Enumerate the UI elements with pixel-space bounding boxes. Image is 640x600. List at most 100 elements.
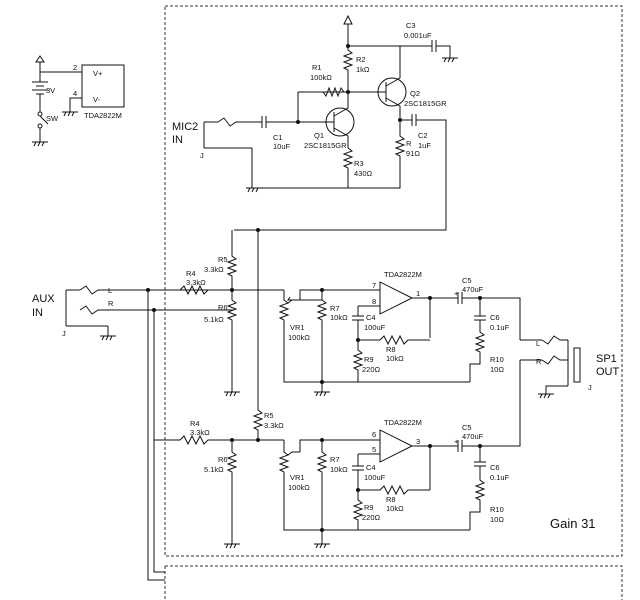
- vminus-label: V-: [93, 95, 101, 104]
- ch2-r8-name: R8: [386, 495, 396, 504]
- out-jack-label: J: [588, 383, 592, 392]
- ch2-pin-out: 3: [416, 437, 420, 446]
- ch2-c6-name: C6: [490, 463, 500, 472]
- output-jack: [538, 335, 581, 399]
- ch1-c6-name: C6: [490, 313, 500, 322]
- labels: MIC2 IN J C1 10uF R1 100kΩ R2 1kΩ R3 430…: [32, 21, 620, 531]
- ch2-c4-val: 100uF: [364, 473, 386, 482]
- mic-label: MIC2: [172, 121, 198, 133]
- ch1-vr1-name: VR1: [290, 323, 305, 332]
- ch2-r5-name: R5: [264, 411, 274, 420]
- ch2-r7-val: 10kΩ: [330, 465, 348, 474]
- out-pin-r: R: [536, 357, 542, 366]
- aux-label-2: IN: [32, 307, 43, 319]
- ch2-c4-name: C4: [366, 463, 376, 472]
- q1-name: Q1: [314, 131, 324, 140]
- ch1-ic: TDA2822M: [384, 270, 422, 279]
- gain-label: Gain 31: [550, 516, 596, 531]
- out-pin-l: L: [536, 339, 540, 348]
- c3-name: C3: [406, 21, 416, 30]
- c1-name: C1: [273, 133, 283, 142]
- out-label-2: OUT: [596, 366, 620, 378]
- c1-val: 10uF: [273, 142, 291, 151]
- ch1-r6-val: 5.1kΩ: [204, 315, 224, 324]
- ch1-r10-val: 10Ω: [490, 365, 504, 374]
- ch2-r9-name: R9: [364, 503, 374, 512]
- power-section: V+ V- 2 4 3V SW TDA2822M: [32, 55, 125, 147]
- c2-val: 1uF: [418, 141, 431, 150]
- r2-val: 1kΩ: [356, 65, 370, 74]
- r3-val: 430Ω: [354, 169, 373, 178]
- ch2-r4-name: R4: [190, 419, 200, 428]
- battery-label: 3V: [46, 86, 55, 95]
- ch2-vr1-val: 100kΩ: [288, 483, 310, 492]
- ch1-c5-val: 470uF: [462, 285, 484, 294]
- r2-name: R2: [356, 55, 366, 64]
- r3-name: R3: [354, 159, 364, 168]
- mic-jack-label: J: [200, 151, 204, 160]
- ch1-r9-val: 220Ω: [362, 365, 381, 374]
- r1-val: 100kΩ: [310, 73, 332, 82]
- ch1-r8-name: R8: [386, 345, 396, 354]
- ch1-c5-plus: +: [454, 289, 459, 298]
- ch2-c5-val: 470uF: [462, 432, 484, 441]
- q2-name: Q2: [410, 89, 420, 98]
- ch1-vr1-val: 100kΩ: [288, 333, 310, 342]
- ch1-c4-name: C4: [366, 313, 376, 322]
- ch1-pin-plus: 7: [372, 281, 376, 290]
- aux-jack-label: J: [62, 329, 66, 338]
- ch1-c6-val: 0.1uF: [490, 323, 510, 332]
- aux-pin-l: L: [108, 286, 112, 295]
- ch2-vr1-name: VR1: [290, 473, 305, 482]
- ch2-pin-plus: 6: [372, 430, 376, 439]
- mic-preamp: [203, 14, 458, 231]
- ch1-r6-name: R6: [218, 303, 228, 312]
- ch1-pin-out: 1: [416, 289, 420, 298]
- ch2-r6-val: 5.1kΩ: [204, 465, 224, 474]
- power-ic-label: TDA2822M: [84, 111, 122, 120]
- channel-2: [224, 228, 542, 549]
- q1-val: 2SC1815GR: [304, 141, 347, 150]
- ch1-pin-minus: 8: [372, 297, 376, 306]
- ch2-r4-val: 3.3kΩ: [190, 428, 210, 437]
- ch1-c5-name: C5: [462, 276, 472, 285]
- ch2-r5-val: 3.3kΩ: [264, 421, 284, 430]
- channel-1: [224, 230, 542, 397]
- ch1-r10-name: R10: [490, 355, 504, 364]
- ch2-r8-val: 10kΩ: [386, 504, 404, 513]
- ch1-r7-name: R7: [330, 304, 340, 313]
- ch2-r10-val: 10Ω: [490, 515, 504, 524]
- pin-vplus: 2: [73, 63, 77, 72]
- ch2-r6-name: R6: [218, 455, 228, 464]
- c3-val: 0.001uF: [404, 31, 432, 40]
- switch-label: SW: [46, 114, 59, 123]
- aux-input: [65, 284, 234, 581]
- c2-name: C2: [418, 131, 428, 140]
- pin-vminus: 4: [73, 89, 77, 98]
- ch1-r7-val: 10kΩ: [330, 313, 348, 322]
- ch1-r9-name: R9: [364, 355, 374, 364]
- aux-pin-r: R: [108, 299, 114, 308]
- ch2-r9-val: 220Ω: [362, 513, 381, 522]
- ch2-c6-val: 0.1uF: [490, 473, 510, 482]
- ch1-r4-val: 3.3kΩ: [186, 278, 206, 287]
- out-label: SP1: [596, 353, 617, 365]
- ch2-r7-name: R7: [330, 455, 340, 464]
- ch1-r5-name: R5: [218, 255, 228, 264]
- q2-val: 2SC1815GR: [404, 99, 447, 108]
- r-name: R: [406, 139, 412, 148]
- aux-label: AUX: [32, 293, 55, 305]
- vplus-label: V+: [93, 69, 103, 78]
- ch2-r10-name: R10: [490, 505, 504, 514]
- r-val: 91Ω: [406, 149, 420, 158]
- ch1-c4-val: 100uF: [364, 323, 386, 332]
- ch1-r4-name: R4: [186, 269, 196, 278]
- ch1-r5-val: 3.3kΩ: [204, 265, 224, 274]
- ch1-r8-val: 10kΩ: [386, 354, 404, 363]
- ch2-ic: TDA2822M: [384, 418, 422, 427]
- r1-name: R1: [312, 63, 322, 72]
- ch2-c5-name: C5: [462, 423, 472, 432]
- ch2-pin-minus: 5: [372, 445, 376, 454]
- ch2-c5-plus: +: [454, 437, 459, 446]
